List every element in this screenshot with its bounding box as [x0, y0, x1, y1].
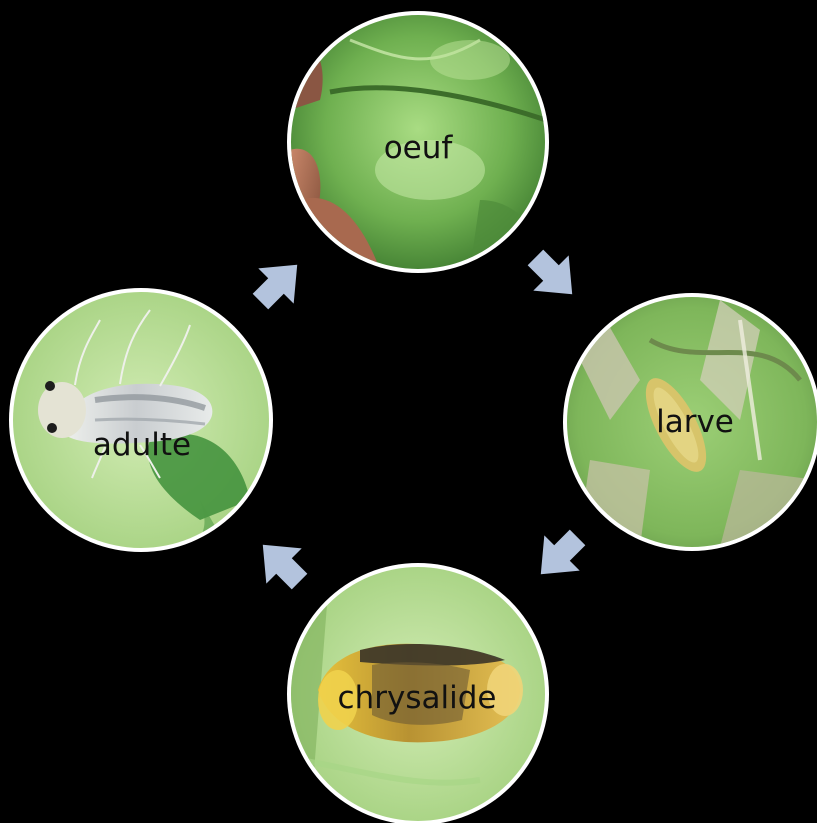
arrow-oeuf-to-larve — [518, 240, 590, 312]
stage-label-oeuf: oeuf — [384, 130, 453, 166]
arrow-chrysalide-to-adulte — [245, 527, 317, 599]
stage-adulte-photo — [9, 288, 273, 552]
arrow-larve-to-chrysalide — [523, 520, 595, 592]
stage-label-adulte: adulte — [93, 427, 191, 463]
arrow-adulte-to-oeuf — [243, 247, 315, 319]
stage-label-chrysalide: chrysalide — [338, 680, 497, 716]
stage-label-larve: larve — [656, 404, 734, 440]
